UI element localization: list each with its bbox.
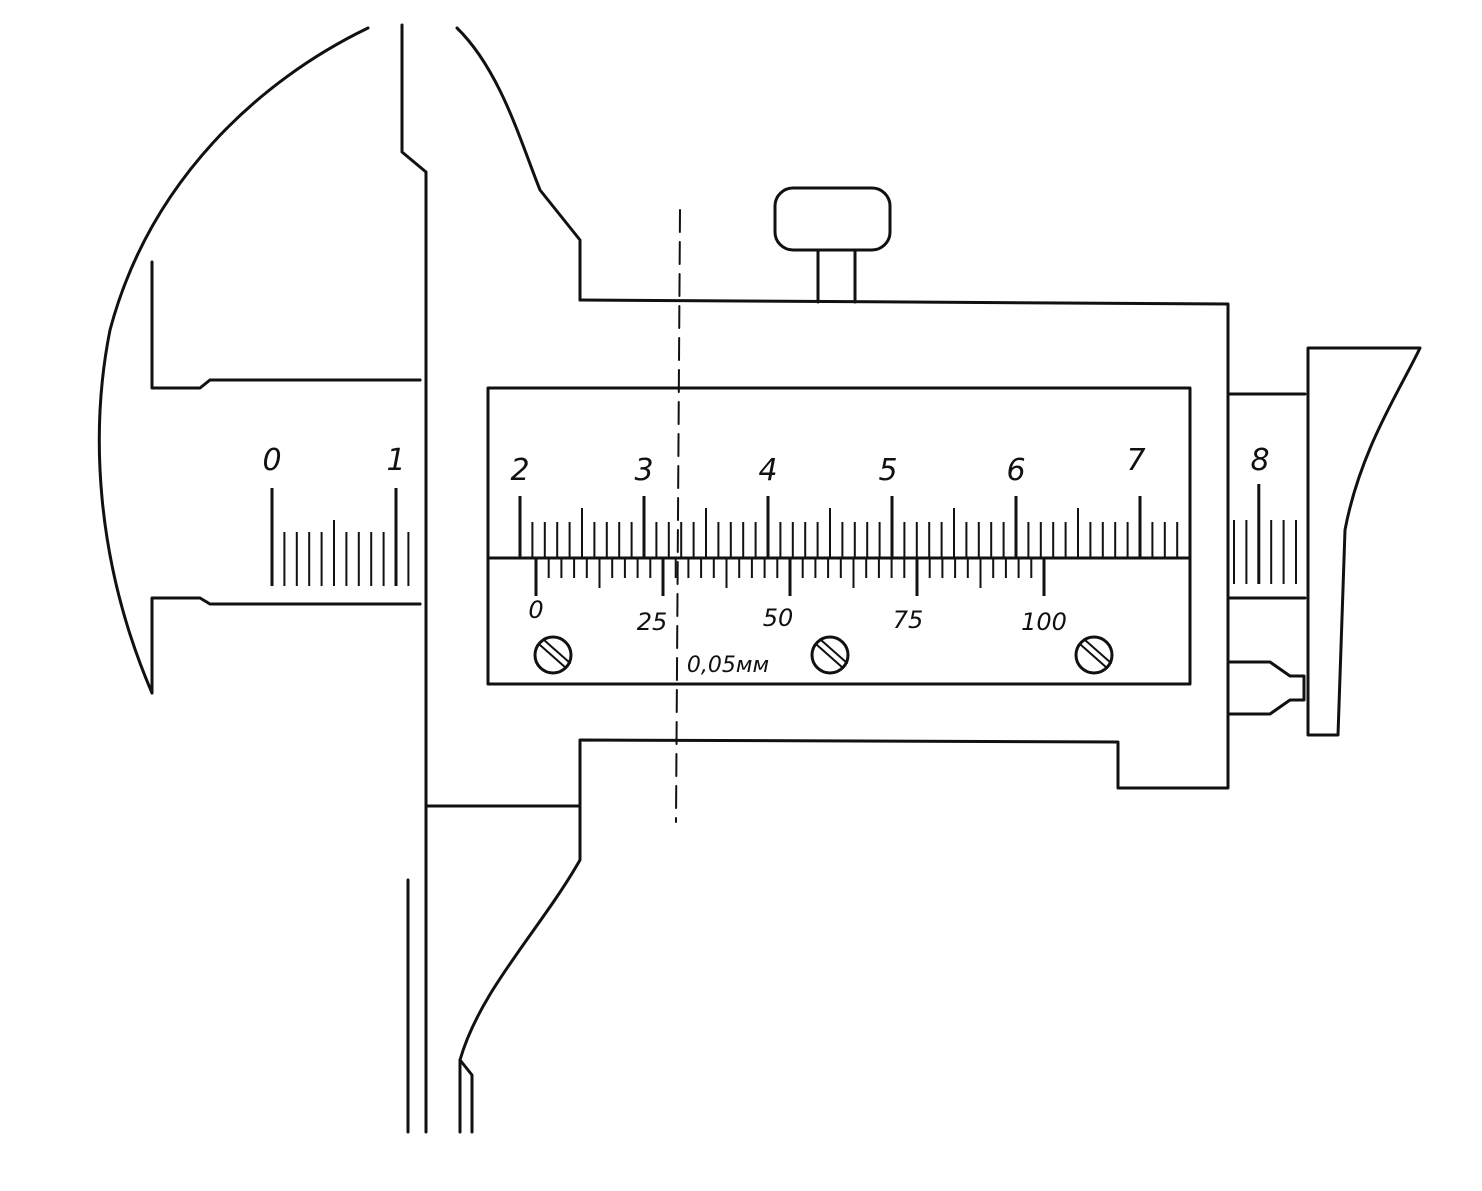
vernier-slider-body xyxy=(578,298,1230,808)
main-scale-label: 1 xyxy=(386,443,405,478)
depth-end-piece xyxy=(1306,346,1422,737)
main-scale-label: 8 xyxy=(1250,443,1269,478)
resolution-label: 0,05мм xyxy=(687,653,769,678)
fixed-jaw-outline xyxy=(97,26,370,695)
slotted-screw-icon xyxy=(810,635,850,675)
main-scale-label: 4 xyxy=(758,453,777,488)
main-scale-label: 5 xyxy=(878,453,897,488)
main-beam xyxy=(208,378,1307,606)
main-scale-label: 3 xyxy=(634,453,653,488)
knurled-clamp-screw-icon[interactable] xyxy=(773,186,892,304)
main-scale-label: 2 xyxy=(510,453,529,488)
sliding-jaw-lower-notch xyxy=(458,1058,474,1134)
vernier-scale-label: 50 xyxy=(763,604,794,632)
alignment-dashed-line xyxy=(675,209,681,823)
vernier-scale-label: 25 xyxy=(637,608,668,636)
fixed-jaw-shaft xyxy=(400,23,428,1134)
fixed-jaw-profile xyxy=(150,260,422,390)
main-scale-label: 6 xyxy=(1006,453,1025,488)
vernier-window xyxy=(486,386,1192,686)
end-piece-stem xyxy=(1226,660,1306,716)
sliding-jaw-upper-curve xyxy=(455,26,582,302)
vernier-scale-label: 100 xyxy=(1021,608,1067,636)
vernier-scale-ticks xyxy=(534,558,1046,596)
main-scale-label: 0 xyxy=(262,443,281,478)
slotted-screw-icon xyxy=(533,635,573,675)
main-scale-ticks xyxy=(270,484,1297,586)
slotted-screw-icon xyxy=(1074,635,1114,675)
main-scale-label: 7 xyxy=(1126,443,1145,478)
sliding-jaw-lower-curve xyxy=(426,804,582,1134)
vernier-scale-label: 0 xyxy=(528,596,543,624)
fixed-jaw-lower-profile xyxy=(150,596,422,695)
vernier-scale-label: 75 xyxy=(893,606,924,634)
